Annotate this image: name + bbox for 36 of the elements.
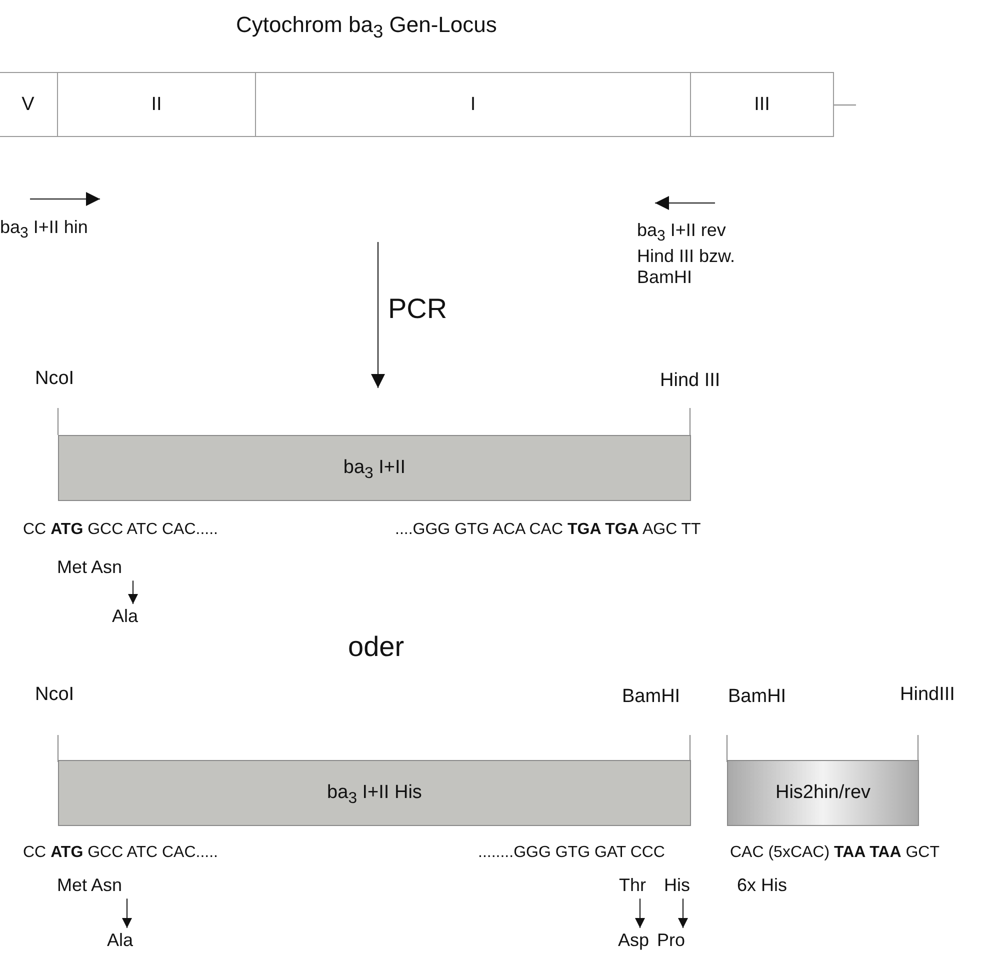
amino-acid-label: Ala [112,606,138,628]
dna-sequence: ....GGG GTG ACA CAC TGA TGA AGC TT [395,520,701,540]
dna-sequence: CC ATG GCC ATC CAC..... [23,520,218,540]
amino-acid-label: Met Asn [57,875,122,897]
primer-label: ba$_{3}$ I+II rev Hind III bzw. BamHI [637,220,736,289]
diagram-title: Cytochrom ba$_{3}$ Gen-Locus [236,12,497,42]
dna-sequence: CC ATG GCC ATC CAC..... [23,843,218,862]
construct-bar: His2hin/rev [727,760,919,826]
amino-acid-label: Thr [619,875,646,897]
construct-bar: ba$_{3}$ I+II [58,435,691,501]
amino-acid-label: Ala [107,930,134,952]
amino-acid-label: His [664,875,690,897]
restriction-site-label: BamHI [622,686,680,709]
gene-segment: III [690,72,834,137]
restriction-site-label: HindIII [900,684,955,707]
gene-segment: I [255,72,691,137]
restriction-site-label: NcoI [35,684,74,707]
restriction-site-label: BamHI [728,686,786,709]
note-text: oder [348,630,404,664]
arrow [371,242,385,388]
arrow [122,898,132,928]
gene-segment: II [57,72,256,137]
arrow [635,898,645,928]
construct-bar: ba$_{3}$ I+II His [58,760,691,826]
restriction-site-label: Hind III [660,370,720,393]
dna-sequence: CAC (5xCAC) TAA TAA GCT [730,843,940,862]
arrow [128,580,138,604]
dna-sequence: ........GGG GTG GAT CCC [478,843,665,862]
amino-acid-label: Asp [618,930,650,952]
arrow [678,898,688,928]
gene-segment: V [0,72,58,137]
restriction-site-label: NcoI [35,368,74,391]
amino-acid-label: Pro [657,930,686,952]
primer-label: ba$_{3}$ I+II hin [0,217,88,243]
amino-acid-label: Met Asn [57,557,122,579]
note-text: 6x His [737,875,788,897]
